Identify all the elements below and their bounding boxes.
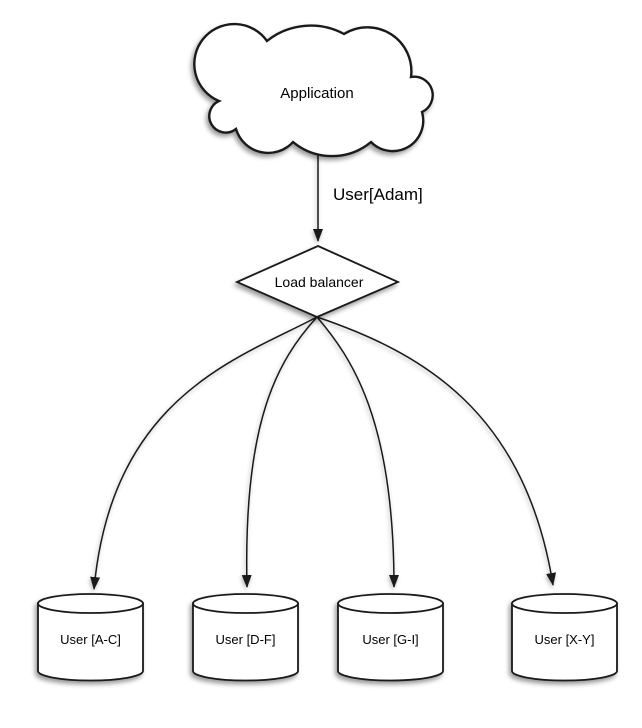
request-edge-label: User[Adam] — [333, 185, 423, 204]
edge-loadbalancer-to-shard-3 — [316, 316, 399, 588]
shard-3-label: User [G-I] — [362, 632, 418, 647]
shard-4-label: User [X-Y] — [535, 632, 595, 647]
edge-loadbalancer-to-shard-2 — [241, 316, 318, 588]
application-cloud-shape — [193, 22, 434, 158]
shard-2-label: User [D-F] — [216, 632, 276, 647]
shard-1-label: User [A-C] — [60, 632, 121, 647]
edge-loadbalancer-to-shard-1 — [90, 316, 318, 590]
edge-loadbalancer-to-shard-4 — [316, 316, 557, 586]
load-balancer-label: Load balancer — [275, 274, 364, 290]
load-balancer-diamond-shape — [234, 245, 401, 318]
application-label: Application — [280, 85, 353, 102]
